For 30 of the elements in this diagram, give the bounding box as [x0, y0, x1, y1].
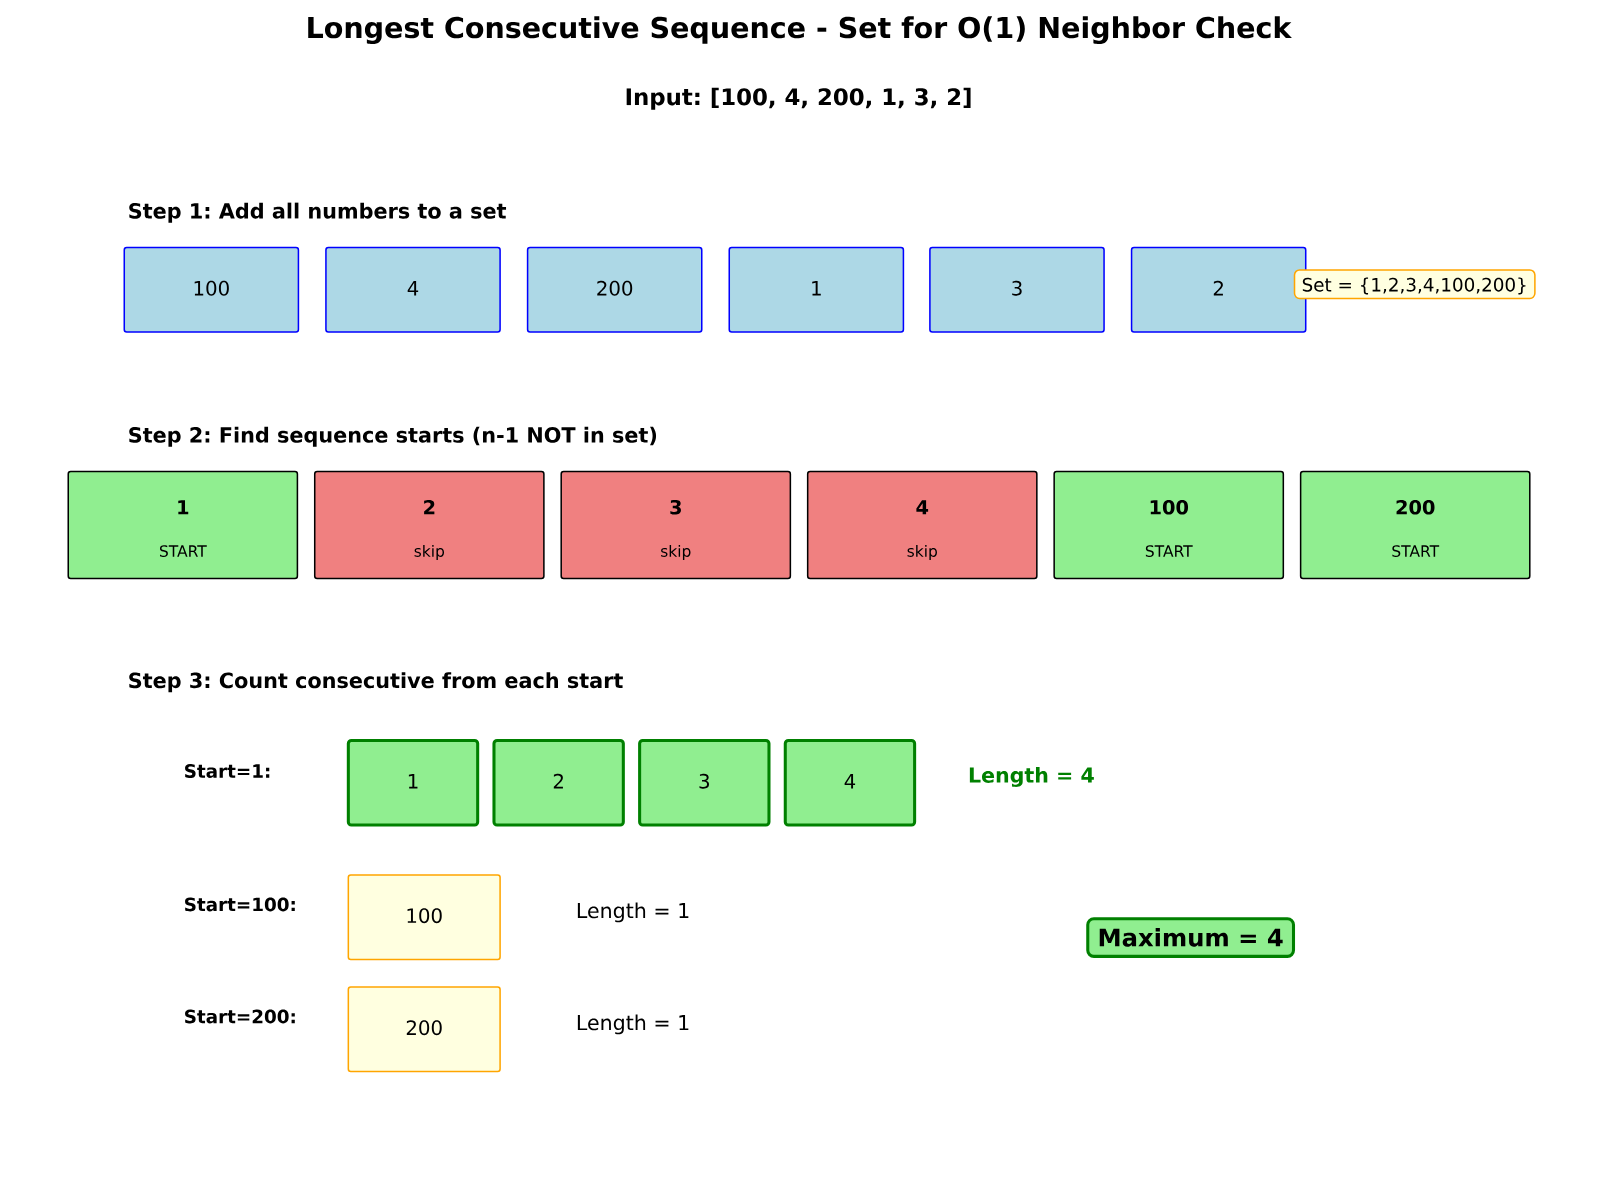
number-box: 100 — [347, 873, 501, 960]
status-box: 1 START — [67, 470, 299, 580]
status-box: 4 skip — [806, 470, 1038, 580]
number-box: 100 — [123, 246, 300, 333]
length-label: Length = 4 — [969, 766, 1094, 787]
number-box: 200 — [347, 985, 501, 1072]
number-box: 3 — [638, 738, 771, 827]
status-box: 200 START — [1299, 470, 1531, 580]
step-heading: Step 2: Find sequence starts (n-1 NOT in set) — [129, 426, 657, 447]
step-heading: Step 3: Count consecutive from each start — [129, 671, 623, 693]
status-box: 100 START — [1053, 470, 1285, 580]
set-box: Set = {1,2,3,4,100,200} — [1293, 268, 1536, 299]
number-box: 1 — [346, 738, 480, 827]
result-box: Maximum = 4 — [1086, 916, 1296, 958]
row-label: Start=1: — [185, 763, 270, 778]
length-label: Length = 1 — [577, 1014, 689, 1035]
number-box: 4 — [325, 246, 501, 333]
status-box: 2 skip — [313, 470, 545, 580]
status-box: 3 skip — [560, 470, 792, 580]
row-label: Start=200: — [185, 1009, 295, 1024]
number-box: 1 — [728, 246, 905, 333]
number-box: 4 — [783, 738, 917, 827]
length-label: Length = 1 — [577, 902, 689, 923]
number-box: 200 — [526, 246, 703, 333]
number-box: 3 — [929, 246, 1105, 333]
step-heading: Step 1: Add all numbers to a set — [129, 202, 507, 223]
number-box: 2 — [492, 738, 625, 827]
title: Longest Consecutive Sequence - Set for O(1) Neighbor Check — [308, 16, 1292, 44]
row-label: Start=100: — [185, 897, 295, 912]
subtitle: Input: [100, 4, 200, 1, 3, 2] — [626, 87, 971, 110]
